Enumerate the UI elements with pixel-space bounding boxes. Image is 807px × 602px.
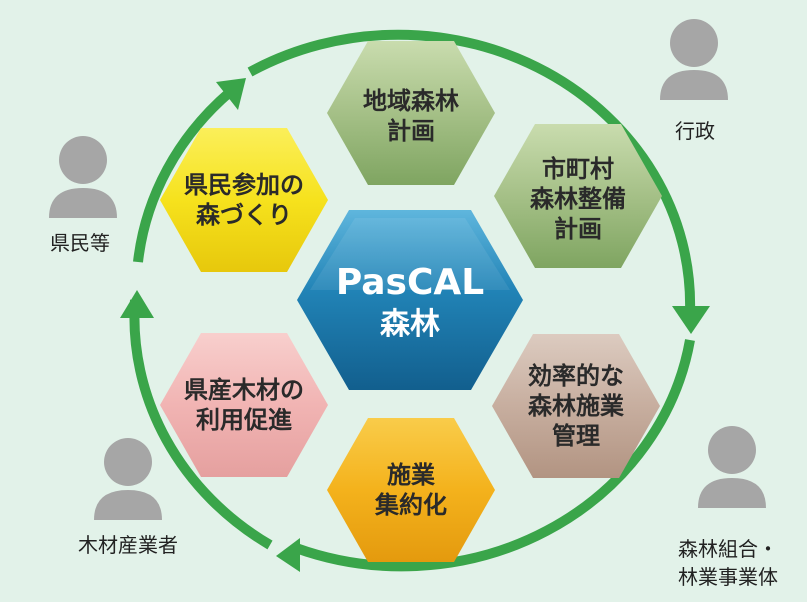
hexagon-citizen-forest-making: 県民参加の 森づくり	[160, 128, 328, 272]
person-icon-administration	[660, 19, 728, 100]
hexagon-label-municipal-forest-plan-line2: 森林整備	[530, 185, 626, 213]
hexagon-regional-forest-plan: 地域森林 計画	[327, 41, 495, 185]
arrowhead-left-up	[120, 290, 154, 318]
hexagon-label-prefectural-timber-use-line1: 県産木材の	[184, 376, 304, 404]
cycle-arrows	[120, 29, 710, 572]
actor-label-timber-industry: 木材産業者	[78, 533, 178, 557]
actor-label-forestry-operators-line2: 林業事業体	[678, 565, 778, 589]
hexagon-label-operation-consolidation-line1: 施業	[387, 461, 435, 489]
person-icon-forestry-operators	[698, 426, 766, 508]
cycle-arrow-top	[247, 29, 696, 313]
actor-label-administration: 行政	[675, 119, 715, 143]
hexagon-municipal-forest-plan: 市町村 森林整備 計画	[494, 124, 662, 268]
hexagon-prefectural-timber-use: 県産木材の 利用促進	[160, 333, 328, 477]
hexagon-label-citizen-forest-making-line2: 森づくり	[196, 201, 292, 229]
hexagon-label-municipal-forest-plan-line1: 市町村	[542, 155, 614, 183]
hexagon-label-regional-forest-plan-line1: 地域森林	[363, 87, 459, 115]
arrowhead-bottom-left	[276, 538, 300, 572]
cycle-arrow-left	[129, 299, 273, 550]
hexagon-label-efficient-forestry-management-line2: 森林施業	[528, 392, 624, 420]
center-hexagon-pascal-forest: PasCAL 森林	[297, 210, 523, 390]
cycle-arrow-bottom	[294, 339, 695, 572]
hexagon-label-efficient-forestry-management-line3: 管理	[552, 422, 600, 450]
arrowhead-right-down	[672, 306, 710, 334]
center-title-pascal: PasCAL	[336, 262, 484, 303]
hexagon-label-citizen-forest-making-line1: 県民参加の	[184, 171, 304, 199]
person-icon-timber-industry	[94, 438, 162, 520]
person-icon-citizens	[49, 136, 117, 218]
arrowhead-upper-left	[216, 78, 246, 110]
actor-label-forestry-operators-line1: 森林組合・	[678, 537, 778, 561]
hexagon-label-municipal-forest-plan-line3: 計画	[554, 215, 602, 243]
hexagon-label-regional-forest-plan-line2: 計画	[387, 117, 435, 145]
hexagon-efficient-forestry-management: 効率的な 森林施業 管理	[492, 334, 660, 478]
hexagon-label-prefectural-timber-use-line2: 利用促進	[196, 406, 292, 434]
hexagon-operation-consolidation: 施業 集約化	[327, 418, 495, 562]
cycle-arrow-upper-left	[133, 88, 234, 263]
center-title-forest: 森林	[380, 307, 440, 342]
hexagon-label-operation-consolidation-line2: 集約化	[374, 491, 447, 519]
actor-label-citizens: 県民等	[50, 231, 110, 255]
hexagon-label-efficient-forestry-management-line1: 効率的な	[528, 362, 624, 390]
